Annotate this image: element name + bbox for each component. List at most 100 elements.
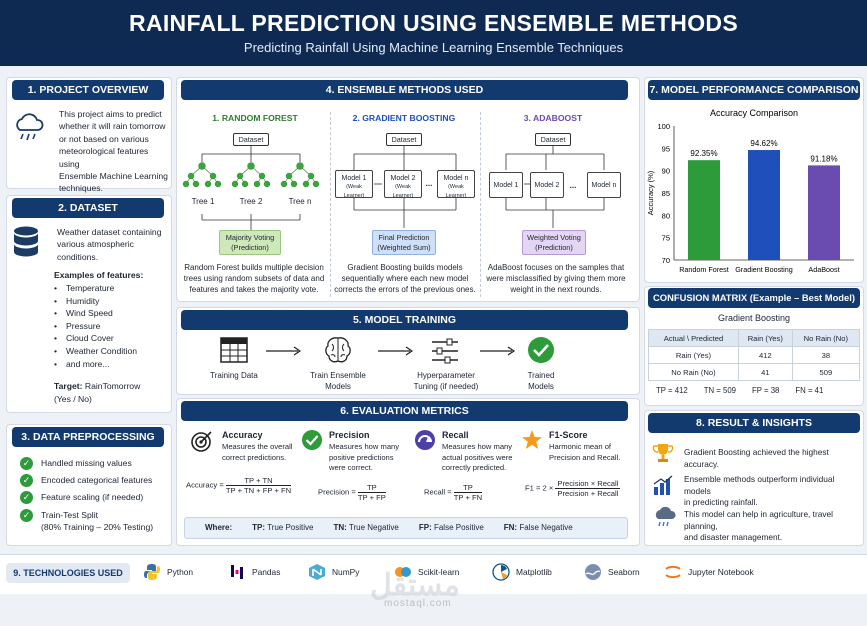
gb-model-2: Model 2(Weak Learner) (384, 170, 422, 199)
y-axis-label: Accuracy (%) (646, 170, 655, 215)
overview-title: 1. PROJECT OVERVIEW (12, 80, 164, 100)
jupyter-icon (665, 565, 681, 579)
ab-model-1: Model 1 (489, 172, 523, 198)
rf-tree-n: Tree n (288, 197, 312, 206)
watermark: مستقل (370, 569, 460, 602)
random-forest-diagram (182, 146, 320, 230)
list-item: Humidity (52, 295, 137, 308)
rf-dataset-box: Dataset (233, 133, 269, 146)
watermark-url: mostaql.com (384, 598, 452, 609)
list-item: Temperature (52, 282, 137, 295)
list-item: Cloud Cover (52, 332, 137, 345)
target-values: (Yes / No) (54, 394, 92, 404)
bar (688, 160, 720, 260)
features-list: Temperature Humidity Wind Speed Pressure… (52, 282, 137, 370)
header: RAINFALL PREDICTION USING ENSEMBLE METHO… (0, 0, 867, 66)
tech-python: Python (143, 563, 193, 581)
overview-text: This project aims to predict whether it … (59, 109, 168, 194)
gb-title: 2. GRADIENT BOOSTING (352, 113, 456, 123)
page-subtitle: Predicting Rainfall Using Machine Learni… (243, 40, 624, 55)
numpy-icon (309, 564, 325, 580)
technologies-title: 9. TECHNOLOGIES USED (6, 563, 130, 583)
target: Target: RainTomorrow (54, 381, 141, 391)
check-icon: ✓ (20, 474, 33, 487)
performance-title: 7. MODEL PERFORMANCE COMPARISON (648, 80, 860, 100)
gb-model-n: Model n(Weak Learner) (437, 170, 475, 199)
tech-scikit-learn: Scikit-learn (394, 563, 459, 581)
bar-chart-icon (653, 475, 673, 495)
y-tick-label: 95 (662, 144, 670, 153)
gradient-boosting-arrows (353, 146, 457, 228)
chart-title: Accuracy Comparison (710, 108, 798, 118)
data-label: 94.62% (750, 139, 777, 148)
trophy-icon (652, 444, 674, 462)
pandas-icon (231, 565, 243, 579)
tech-jupyter: Jupyter Notebook (664, 563, 754, 581)
confusion-title: CONFUSION MATRIX (Example – Best Model) (648, 288, 860, 308)
gb-model-1: Model 1(Weak Learner) (335, 170, 373, 199)
recall-icon (415, 430, 435, 450)
check-icon: ✓ (20, 491, 33, 504)
bar (748, 150, 780, 260)
tech-matplotlib: Matplotlib (492, 563, 552, 581)
ab-model-2: Model 2 (530, 172, 564, 198)
arrow-right-icon (266, 346, 302, 356)
arrow-right-icon (378, 346, 414, 356)
arrow-right-icon (480, 346, 516, 356)
rf-majority-voting-box: Majority Voting(Prediction) (219, 230, 281, 255)
y-tick-label: 70 (662, 256, 670, 265)
y-tick-label: 90 (662, 167, 670, 176)
features-label: Examples of features: (54, 270, 144, 280)
seaborn-icon (585, 564, 601, 580)
list-item: and more... (52, 358, 137, 371)
dataset-title: 2. DATASET (12, 198, 164, 218)
list-item: Wind Speed (52, 307, 137, 320)
divider (330, 112, 331, 297)
confusion-model: Gradient Boosting (717, 313, 791, 323)
dataset-text: Weather dataset containing various atmos… (57, 227, 162, 262)
x-tick-label: Random Forest (679, 265, 729, 274)
target-icon (191, 431, 212, 452)
x-tick-label: Gradient Boosting (735, 265, 793, 274)
list-item: Pressure (52, 320, 137, 333)
list-item: ✓Feature scaling (if needed) (20, 491, 143, 504)
y-tick-label: 80 (662, 211, 670, 220)
insight-2: Ensemble methods outperform individual m… (684, 474, 835, 507)
insight-3: This model can help in agriculture, trav… (684, 509, 833, 542)
divider (480, 112, 481, 297)
step-training-data: Training Data (210, 371, 258, 380)
check-icon: ✓ (20, 457, 33, 470)
bar (808, 165, 840, 260)
gb-final-prediction-box: Final Prediction(Weighted Sum) (372, 230, 436, 255)
check-circle-icon (528, 337, 554, 363)
check-icon: ✓ (20, 509, 33, 522)
ab-weighted-voting-box: Weighted Voting(Prediction) (522, 230, 586, 255)
tech-pandas: Pandas (228, 563, 280, 581)
page-title: RAINFALL PREDICTION USING ENSEMBLE METHO… (129, 10, 738, 36)
brain-icon (325, 337, 351, 363)
rf-tree-1: Tree 1 (191, 197, 215, 206)
tech-numpy: NumPy (308, 563, 359, 581)
rf-title: 1. RANDOM FOREST (212, 113, 298, 123)
results-title: 8. RESULT & INSIGHTS (648, 413, 860, 433)
tech-seaborn: Seaborn (584, 563, 640, 581)
rain-cloud-icon (655, 506, 676, 527)
sliders-icon (432, 338, 458, 364)
gb-dataset-box: Dataset (386, 133, 422, 146)
ab-ellipsis: ... (569, 181, 577, 190)
